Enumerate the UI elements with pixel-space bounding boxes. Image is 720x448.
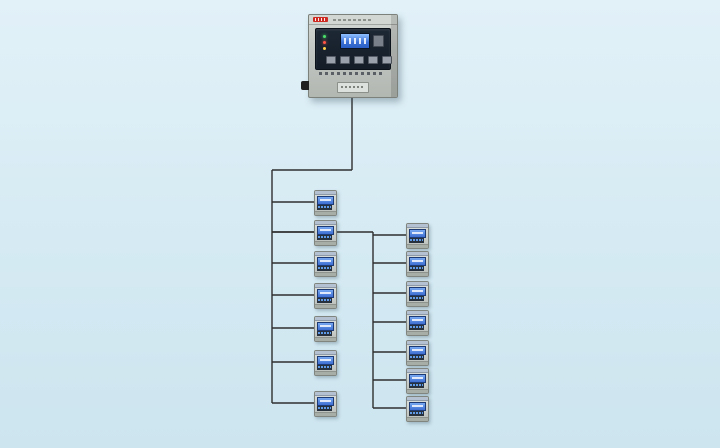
sensor-base (407, 244, 428, 248)
brand-text (333, 19, 373, 21)
sensor-cap (315, 191, 336, 195)
sensor-node-right-2 (406, 251, 429, 277)
controller-front-panel (315, 28, 392, 70)
controller-top-strip (309, 15, 397, 25)
sensor-label-band (317, 406, 332, 411)
sensor-node-right-1 (406, 223, 429, 249)
sensor-node-right-4 (406, 310, 429, 336)
sensor-cap (315, 284, 336, 288)
sensor-base (407, 302, 428, 306)
sensor-base (315, 211, 336, 215)
nameplate (337, 82, 369, 93)
panel-button-row (326, 56, 392, 64)
sensor-cap (315, 252, 336, 256)
sensor-screen (409, 374, 426, 383)
sensor-label-band (409, 383, 424, 388)
sensor-cap (315, 221, 336, 225)
sensor-base (315, 304, 336, 308)
sensor-cap (407, 252, 428, 256)
sensor-node-right-7 (406, 396, 429, 422)
sensor-screen (409, 229, 426, 238)
sensor-screen (317, 226, 334, 235)
lcd-display (340, 33, 370, 49)
sensor-node-left-1 (314, 190, 337, 216)
sensor-node-right-6 (406, 368, 429, 394)
sensor-screen (317, 322, 334, 331)
sensor-cap (315, 392, 336, 396)
sensor-label-band (409, 238, 424, 243)
sensor-label-band (409, 266, 424, 271)
alarm-led (323, 41, 326, 44)
sensor-screen (409, 287, 426, 296)
sensor-screen (317, 257, 334, 266)
sensor-cap (407, 369, 428, 373)
sensor-base (407, 272, 428, 276)
sensor-base (407, 331, 428, 335)
sensor-cap (315, 351, 336, 355)
sensor-cap (407, 341, 428, 345)
gas-alarm-controller (301, 14, 398, 98)
sensor-base (315, 371, 336, 375)
brand-logo (313, 17, 328, 22)
sensor-base (315, 337, 336, 341)
sensor-base (407, 389, 428, 393)
sensor-node-left-3 (314, 251, 337, 277)
sensor-cap (407, 224, 428, 228)
sensor-cap (315, 317, 336, 321)
panel-button-2 (340, 56, 350, 64)
sensor-label-band (409, 411, 424, 416)
sensor-node-right-5 (406, 340, 429, 366)
status-leds (323, 35, 328, 53)
sensor-screen (317, 356, 334, 365)
sensor-screen (317, 397, 334, 406)
panel-button-1 (326, 56, 336, 64)
cable-gland (301, 81, 309, 90)
sensor-screen (409, 316, 426, 325)
sensor-base (407, 417, 428, 421)
sensor-base (315, 241, 336, 245)
sensor-label-band (409, 296, 424, 301)
panel-button-3 (354, 56, 364, 64)
sensor-label-band (317, 235, 332, 240)
sensor-label-band (317, 331, 332, 336)
panel-side-button (373, 35, 384, 47)
panel-button-5 (382, 56, 392, 64)
sensor-label-band (409, 325, 424, 330)
sensor-cap (407, 311, 428, 315)
sensor-node-right-3 (406, 281, 429, 307)
power-led (323, 35, 326, 38)
sensor-screen (409, 257, 426, 266)
sensor-screen (317, 196, 334, 205)
sensor-screen (409, 346, 426, 355)
sensor-cap (407, 397, 428, 401)
sensor-screen (317, 289, 334, 298)
sensor-label-band (409, 355, 424, 360)
sensor-node-left-4 (314, 283, 337, 309)
sensor-node-left-7 (314, 391, 337, 417)
sensor-base (407, 361, 428, 365)
sensor-node-left-6 (314, 350, 337, 376)
sensor-label-band (317, 205, 332, 210)
sensor-label-band (317, 365, 332, 370)
panel-button-4 (368, 56, 378, 64)
fault-led (323, 47, 326, 50)
sensor-cap (407, 282, 428, 286)
sensor-base (315, 272, 336, 276)
sensor-node-left-2 (314, 220, 337, 246)
sensor-base (315, 412, 336, 416)
sensor-label-band (317, 266, 332, 271)
sensor-node-left-5 (314, 316, 337, 342)
sensor-label-band (317, 298, 332, 303)
sensor-screen (409, 402, 426, 411)
model-text (319, 72, 385, 75)
